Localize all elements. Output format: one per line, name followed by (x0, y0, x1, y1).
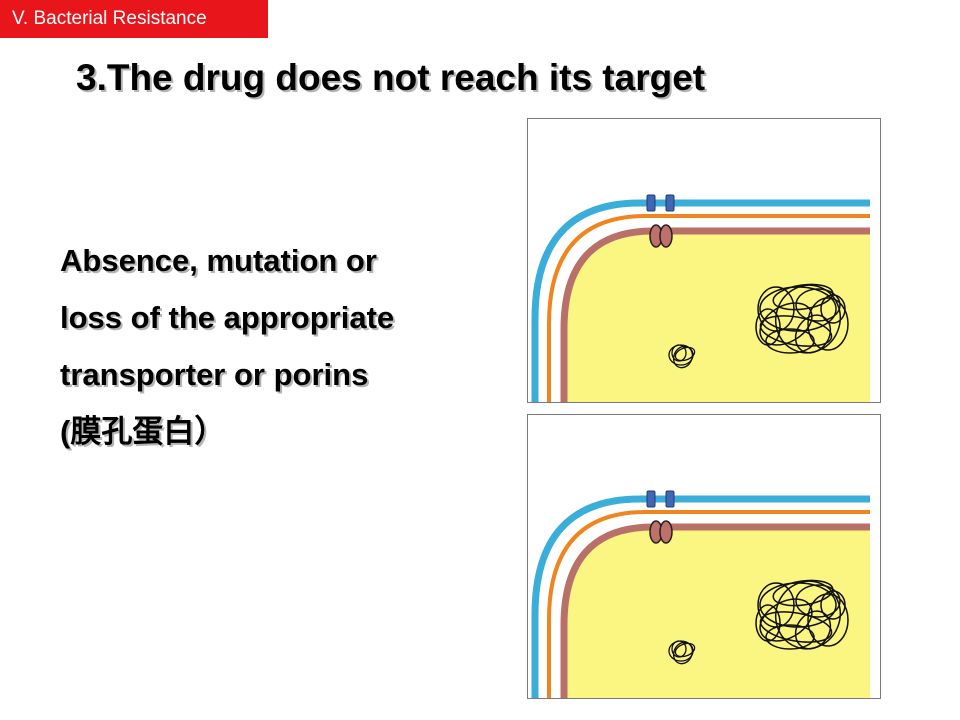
body-text: Absence, mutation or loss of the appropr… (60, 232, 510, 460)
plasmid-icon (668, 344, 696, 369)
nucleoid-icon (755, 283, 849, 354)
body-line-3: transporter or porins (60, 357, 369, 392)
transporter-icon (649, 520, 673, 544)
cell-diagram-bottom (527, 414, 881, 699)
inner-membrane (560, 227, 870, 402)
cell-diagram-svg (531, 490, 870, 698)
slide-title: 3.The drug does not reach its target (76, 57, 706, 98)
section-badge: V. Bacterial Resistance (0, 0, 268, 38)
cytoplasm (564, 231, 870, 402)
cell-diagram-top (527, 118, 881, 403)
body-line-1: Absence, mutation or (60, 243, 377, 278)
nucleoid-icon (755, 579, 849, 650)
porin-icon (646, 490, 675, 508)
outer-membrane (531, 199, 870, 402)
transporter-icon (649, 224, 673, 248)
plasmid-icon (668, 640, 696, 665)
body-line-2: loss of the appropriate (60, 300, 395, 335)
outer-membrane (531, 495, 870, 698)
middle-layer (547, 214, 870, 402)
middle-layer (547, 510, 870, 698)
cytoplasm (564, 527, 870, 698)
porin-icon (646, 194, 675, 212)
inner-membrane (560, 523, 870, 698)
body-line-4: (膜孔蛋白） (60, 414, 226, 449)
cell-diagram-svg (531, 194, 870, 402)
